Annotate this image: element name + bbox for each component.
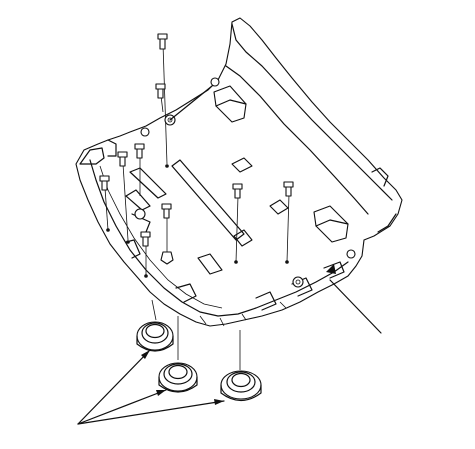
bolt-7 bbox=[160, 203, 174, 265]
bolt-8 bbox=[140, 231, 151, 276]
bolt-10 bbox=[283, 181, 356, 288]
bolt-6 bbox=[99, 175, 110, 231]
undercover-panel bbox=[75, 17, 403, 327]
bolt-1 bbox=[157, 33, 168, 165]
bolt-9 bbox=[232, 183, 243, 263]
bolt-5 bbox=[117, 151, 129, 241]
grommet-1 bbox=[136, 321, 174, 352]
grommet-2 bbox=[158, 362, 198, 393]
bolt-2 bbox=[155, 83, 166, 113]
undercover-callout bbox=[329, 279, 382, 334]
bolt-4 bbox=[134, 143, 146, 220]
grommets bbox=[136, 299, 262, 402]
bolts bbox=[99, 33, 356, 288]
grommet-callout bbox=[77, 349, 225, 425]
bolt-3 bbox=[140, 77, 220, 137]
grommet-3 bbox=[220, 370, 262, 402]
